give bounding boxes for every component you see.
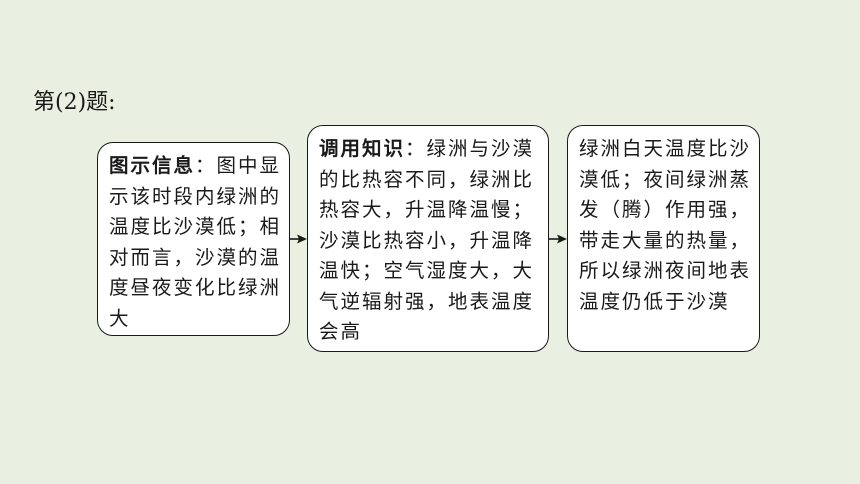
box-lead-label: 图示信息: [109, 154, 196, 177]
info-box-figure-information: 图示信息：图中显示该时段内绿洲的温度比沙漠低；相对而言，沙漠的温度昼夜变化比绿洲…: [97, 142, 290, 336]
box-text: 绿洲白天温度比沙漠低；夜间绿洲蒸发（腾）作用强，带走大量的热量，所以绿洲夜间地表…: [579, 134, 755, 317]
arrow-right-icon: [549, 234, 567, 244]
info-box-applied-knowledge: 调用知识：绿洲与沙漠的比热容不同，绿洲比热容大，升温降温慢；沙漠比热容小，升温降…: [307, 125, 549, 352]
box-body-text: ：图中显示该时段内绿洲的温度比沙漠低；相对而言，沙漠的温度昼夜变化比绿洲大: [109, 154, 282, 330]
box-body-text: 绿洲白天温度比沙漠低；夜间绿洲蒸发（腾）作用强，带走大量的热量，所以绿洲夜间地表…: [579, 137, 752, 313]
arrow-right-icon: [290, 234, 307, 244]
box-text: 调用知识：绿洲与沙漠的比热容不同，绿洲比热容大，升温降温慢；沙漠比热容小，升温降…: [319, 134, 544, 348]
box-body-text: ：绿洲与沙漠的比热容不同，绿洲比热容大，升温降温慢；沙漠比热容小，升温降温快；空…: [319, 137, 535, 343]
info-box-conclusion: 绿洲白天温度比沙漠低；夜间绿洲蒸发（腾）作用强，带走大量的热量，所以绿洲夜间地表…: [567, 125, 760, 352]
question-number-label: 第(2)题:: [33, 90, 116, 115]
box-text: 图示信息：图中显示该时段内绿洲的温度比沙漠低；相对而言，沙漠的温度昼夜变化比绿洲…: [109, 151, 285, 334]
box-lead-label: 调用知识: [319, 137, 406, 160]
